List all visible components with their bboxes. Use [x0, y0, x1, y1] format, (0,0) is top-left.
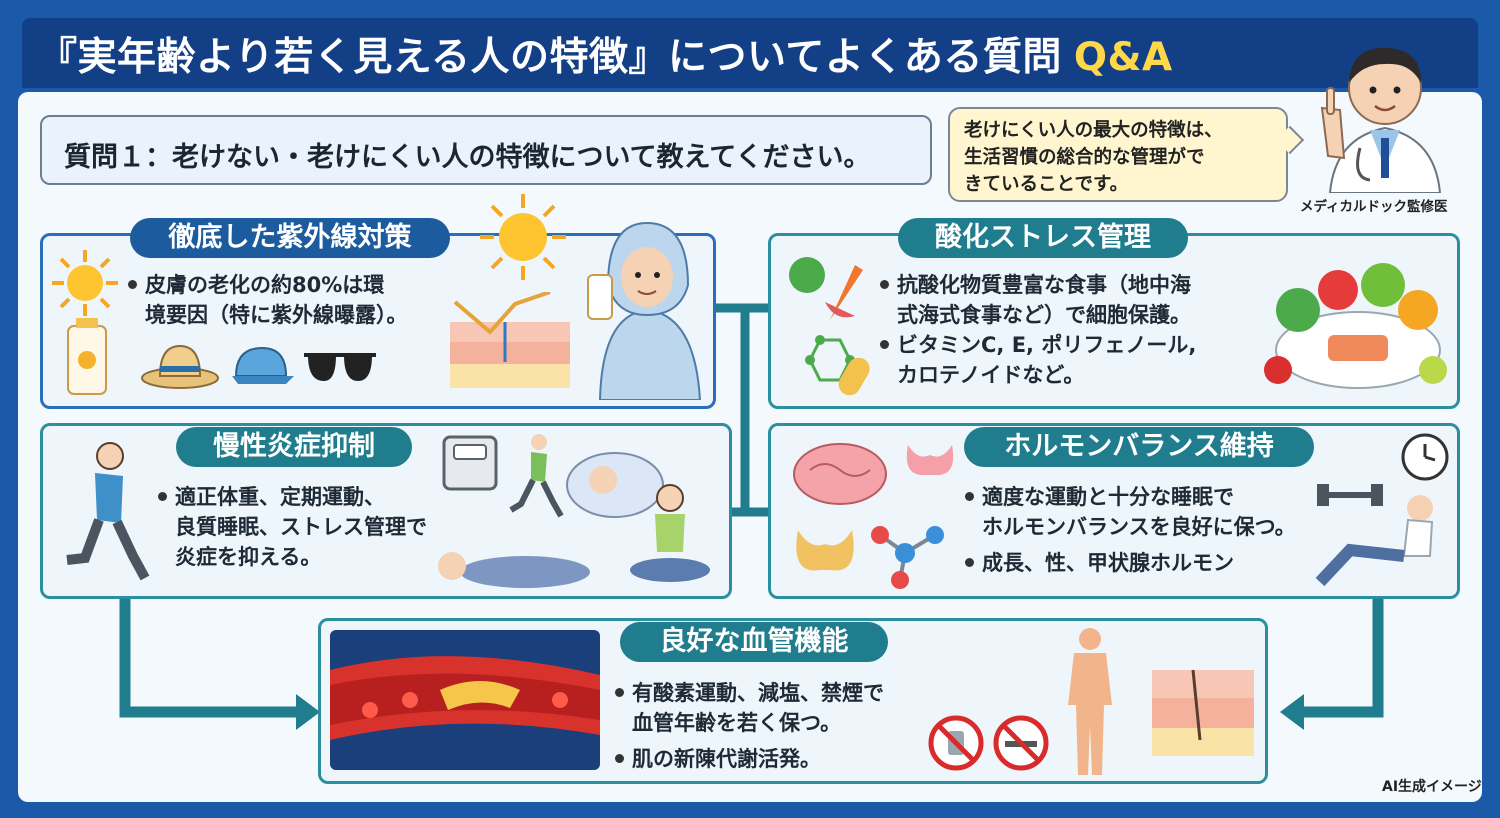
vegetables-icon	[789, 257, 863, 320]
bullet-line: 血管年齢を若く保つ。	[632, 711, 842, 735]
hooded-person-illustration	[587, 221, 702, 400]
no-smoking-icon	[993, 715, 1049, 771]
bullet-line: 成長、性、甲状腺ホルモン	[965, 548, 1296, 578]
bullet-line: 肌の新陳代謝活発。	[615, 744, 884, 774]
hormone-bullets: 適度な運動と十分な睡眠で ホルモンバランスを良好に保つ。 成長、性、甲状腺ホルモ…	[965, 482, 1296, 578]
bullet-line: ホルモンバランスを良好に保つ。	[982, 515, 1296, 539]
thyroid-gland-icon	[796, 530, 854, 571]
doctor-illustration	[1320, 47, 1442, 193]
human-body-icon	[1068, 628, 1112, 775]
napping-person-icon	[438, 552, 590, 588]
bullet-line: カロテノイドなど。	[897, 363, 1085, 387]
question-box: 質問１：老けない・老けにくい人の特徴について教えてください。	[40, 115, 932, 185]
panel-title-vascular: 良好な血管機能	[620, 622, 888, 662]
bullet-line: 式海式食事など）で細胞保護。	[897, 303, 1191, 327]
panel-title-uv: 徹底した紫外線対策	[130, 218, 450, 258]
capsule-icon	[838, 357, 870, 396]
doctor-speech-bubble: 老けにくい人の最大の特徴は、 生活習慣の総合的な管理がで きていることです。	[948, 107, 1288, 202]
bullet-text: 適正体重、定期運動、	[175, 485, 385, 509]
bullet-text: 皮膚の老化の約80%は環	[145, 273, 385, 297]
question-text: 質問１：老けない・老けにくい人の特徴について教えてください。	[64, 142, 871, 173]
blood-vessel-illustration	[330, 630, 600, 770]
vascular-bullets: 有酸素運動、減塩、禁煙で 血管年齢を若く保つ。 肌の新陳代謝活発。	[615, 678, 884, 774]
speech-line: 老けにくい人の最大の特徴は、	[964, 120, 1223, 141]
dumbbell-icon	[1317, 484, 1383, 506]
sleeping-person-icon	[566, 452, 664, 518]
sunglasses-icon	[304, 353, 376, 381]
bullet-line: 抗酸化物質豊富な食事（地中海	[880, 270, 1196, 300]
runner-illustration	[66, 442, 150, 581]
sun-rays-icon	[480, 194, 566, 280]
skin-cross-section-icon	[1152, 669, 1254, 756]
sun-icon	[52, 250, 118, 316]
bullet-dot	[965, 557, 974, 567]
title-text: 『実年齢より若く見える人の特徴』についてよくある質問	[38, 35, 1062, 80]
bullet-text: 成長、性、甲状腺ホルモン	[982, 551, 1234, 575]
bullet-text: ビタミンC, E, ポリフェノール,	[897, 333, 1197, 357]
bullet-line: 有酸素運動、減塩、禁煙で	[615, 678, 884, 708]
skin-layer-illustration	[450, 292, 570, 388]
bullet-line: 適度な運動と十分な睡眠で	[965, 482, 1296, 512]
healthy-food-plate-illustration	[1264, 263, 1447, 389]
meditation-person-icon	[630, 484, 710, 582]
uv-bullet-1: 皮膚の老化の約80%は環 境要因（特に紫外線曝露）。	[128, 270, 408, 330]
bullet-dot	[158, 491, 167, 501]
bullet-dot	[880, 339, 889, 349]
sunscreen-icon	[67, 318, 107, 395]
bullet-dot	[615, 687, 624, 697]
resting-woman-icon	[1315, 495, 1434, 587]
oxidative-bullets: 抗酸化物質豊富な食事（地中海 式海式食事など）で細胞保護。 ビタミンC, E, …	[880, 270, 1196, 390]
panel-title-oxidative: 酸化ストレス管理	[898, 218, 1188, 258]
bullet-dot	[965, 491, 974, 501]
bullet-line: 境要因（特に紫外線曝露）。	[145, 303, 408, 327]
speech-line: 生活習慣の総合的な管理がで	[964, 147, 1205, 168]
bullet-text: 抗酸化物質豊富な食事（地中海	[897, 273, 1191, 297]
qa-badge: Q&A	[1073, 35, 1173, 80]
bullet-line: 炎症を抑える。	[175, 545, 322, 569]
panel-title-hormone: ホルモンバランス維持	[964, 427, 1314, 467]
bullet-dot	[615, 753, 624, 763]
bullet-text: 有酸素運動、減塩、禁煙で	[632, 681, 884, 705]
inflammation-bullet-1: 適正体重、定期運動、 良質睡眠、ストレス管理で 炎症を抑える。	[158, 482, 427, 572]
bullet-dot	[128, 279, 137, 289]
brain-icon	[793, 443, 887, 505]
speech-line: きていることです。	[964, 174, 1129, 195]
bullet-line: 適正体重、定期運動、	[158, 482, 427, 512]
hormone-molecule-icon	[871, 526, 944, 589]
bullet-dot	[880, 279, 889, 289]
scale-icon	[442, 435, 498, 491]
thyroid-icon	[906, 445, 954, 476]
hat-icon	[141, 344, 219, 389]
title-bar	[22, 18, 1478, 88]
bullet-line: ビタミンC, E, ポリフェノール,	[880, 330, 1196, 360]
bullet-line: 皮膚の老化の約80%は環	[128, 270, 408, 300]
panel-title-inflammation: 慢性炎症抑制	[176, 427, 412, 467]
bullet-line: 良質睡眠、ストレス管理で	[175, 515, 427, 539]
no-salt-icon	[928, 715, 984, 771]
bullet-text: 適度な運動と十分な睡眠で	[982, 485, 1234, 509]
ai-generated-note: AI生成イメージ	[1382, 779, 1482, 795]
clock-icon	[1401, 433, 1449, 481]
doctor-caption: メディカルドック監修医	[1300, 199, 1448, 215]
cap-icon	[232, 346, 294, 384]
bullet-text: 肌の新陳代謝活発。	[632, 747, 821, 771]
jogger-icon	[509, 434, 564, 518]
